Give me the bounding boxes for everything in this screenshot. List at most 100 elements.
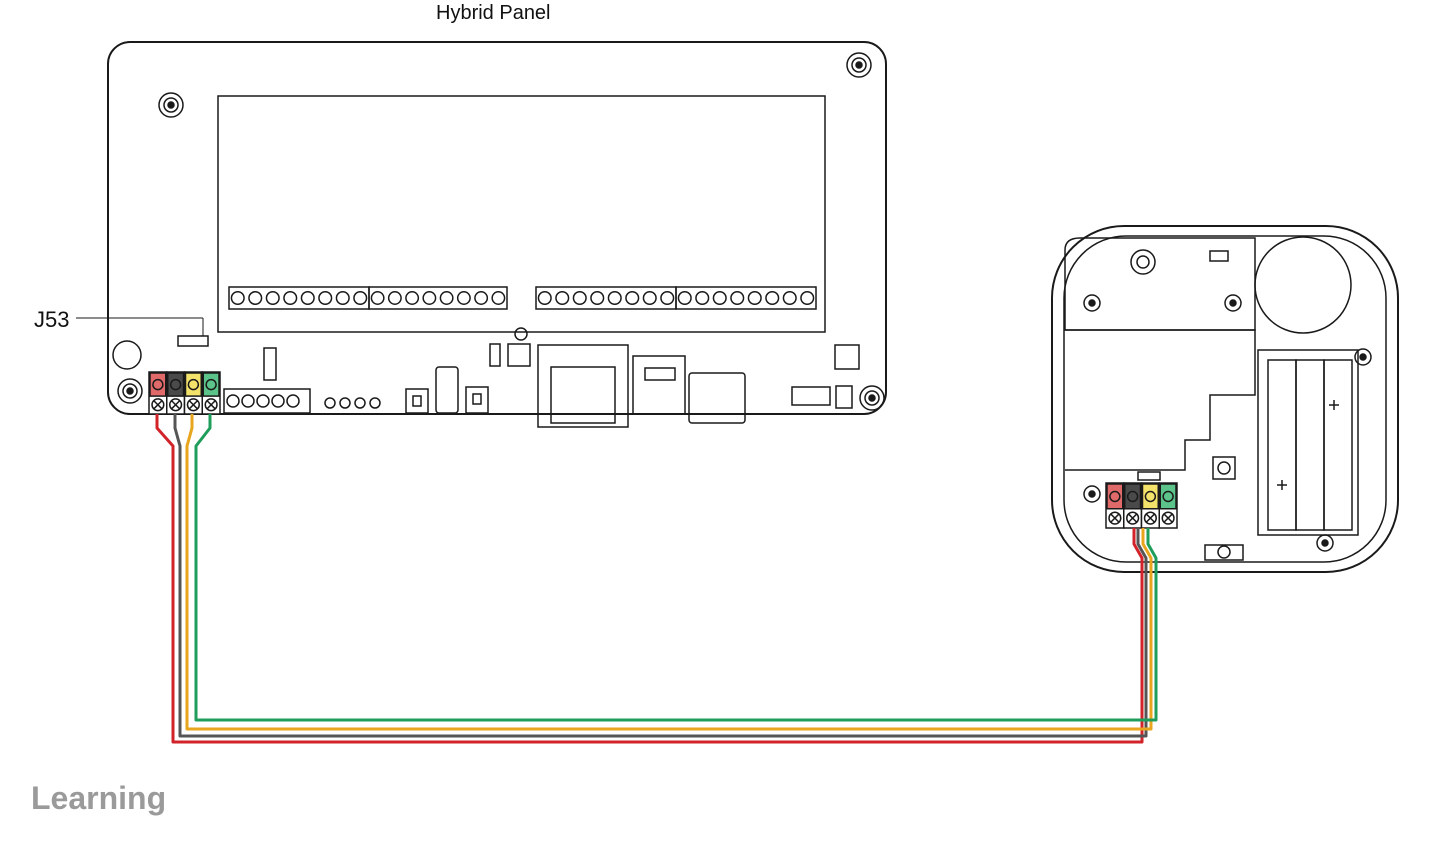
device-inner-shell [1063,235,1387,563]
terminal-screw-hole [265,290,280,306]
panel-component [435,366,459,414]
panel-4wire-terminal [148,371,221,415]
terminal-color-cap [1159,483,1177,510]
terminal-screw-hole [491,291,506,305]
panel-jumper [465,386,489,414]
panel-pin-header [324,397,381,409]
ethernet-port-inner [550,366,616,424]
terminal-screw-hole [747,290,762,306]
terminal-screw-hole [353,290,368,306]
panel-mounting-screw [846,52,872,78]
terminal-screw-hole [712,290,727,306]
terminal-screw-slot [1163,513,1173,523]
terminal-wire-entry [205,378,217,391]
terminal-screw-slot [1110,513,1120,523]
device-wire-clamp-screw [1217,545,1231,559]
panel-connector-5pin-holes [226,394,300,408]
terminal-block-body [228,286,370,310]
device-mounting-screw [1354,348,1372,366]
device-outer-shell [1051,225,1399,573]
terminal-color-cap [167,372,185,397]
terminal-wire-entry [169,378,182,391]
terminal-screw-hole [256,394,270,408]
terminal-screw-hole [765,290,780,306]
panel-cover-area [217,95,826,333]
panel-outline [107,41,887,415]
device-wire-clamp [1204,544,1244,561]
terminal-color-cap [1141,483,1159,510]
terminal-wire-entry [1126,490,1139,503]
panel-component [263,347,277,381]
terminal-screw-hole [230,290,245,306]
panel-jumper [835,385,853,409]
device-jumper [1137,471,1161,481]
panel-mounting-screw [117,378,143,404]
terminal-screw-hole [660,290,675,306]
usb-port [688,372,746,424]
hybrid-panel-board [107,41,887,428]
terminal-color-cap [184,372,202,397]
terminal-screw-hole [405,291,420,305]
terminal-screw-hole [226,394,240,408]
terminal-screw-slot [153,400,163,410]
terminal-screw-hole [286,394,300,408]
panel-mounting-screw [859,385,885,411]
device-mounting-screw [1130,249,1156,275]
terminal-screw-hole [625,290,640,306]
terminal-screw-slot [1145,513,1155,523]
terminal-screw-hole [537,290,552,306]
terminal-screw-hole [370,291,385,305]
device-mounting-screw [1224,294,1242,312]
battery-slot [1267,359,1297,531]
panel-connector-5pin [223,388,311,414]
terminal-screw-hole [439,291,454,305]
device-tamper-switch-button [1217,461,1231,475]
terminal-screw-hole [300,290,315,306]
terminal-screw-hole [248,290,263,306]
terminal-screw-hole [387,291,402,305]
device-upper-bay [1064,237,1256,331]
panel-title: Hybrid Panel [436,2,551,24]
terminal-screw-hole [642,290,657,306]
terminal-screw-slot [1128,513,1138,523]
terminal-block-body [675,286,817,310]
terminal-screw-hole [590,290,605,306]
terminal-screw-hole [607,290,622,306]
panel-button [791,386,831,406]
terminal-screw-slot [206,400,216,410]
terminal-screw-hole [555,290,570,306]
panel-component [834,344,860,370]
terminal-wire-entry [1144,490,1157,503]
terminal-screw-hole [695,290,710,306]
terminal-block-body [535,286,677,310]
j53-jumper [177,335,209,347]
terminal-screw-hole [456,291,471,305]
terminal-wire-entry [152,378,164,391]
section-heading: Learning [31,780,167,816]
sd-card-slot-inner [644,367,676,381]
panel-jumper-pins [472,393,482,405]
wiring-harness [155,414,1158,744]
terminal-screw-hole [318,290,333,306]
sd-card-slot [632,355,686,415]
terminal-block [228,286,370,310]
panel-jumper [405,388,429,414]
terminal-wire-entry [1109,490,1121,503]
terminal-screw-slot [171,400,181,410]
device-mounting-screw [1316,534,1334,552]
terminal-block-body [368,286,508,310]
device-4wire-terminal [1105,482,1178,529]
connector-label-j53: J53 [34,307,70,332]
terminal-screw-hole [572,290,587,306]
terminal-block [675,286,817,310]
panel-component [507,343,531,367]
terminal-screw-hole [335,290,350,306]
terminal-wire-entry [1162,490,1174,503]
remote-device [1051,225,1399,573]
terminal-block [535,286,677,310]
terminal-color-cap [1124,483,1142,510]
wire [185,414,1153,731]
terminal-screw-hole [271,394,285,408]
panel-hole [112,340,142,370]
